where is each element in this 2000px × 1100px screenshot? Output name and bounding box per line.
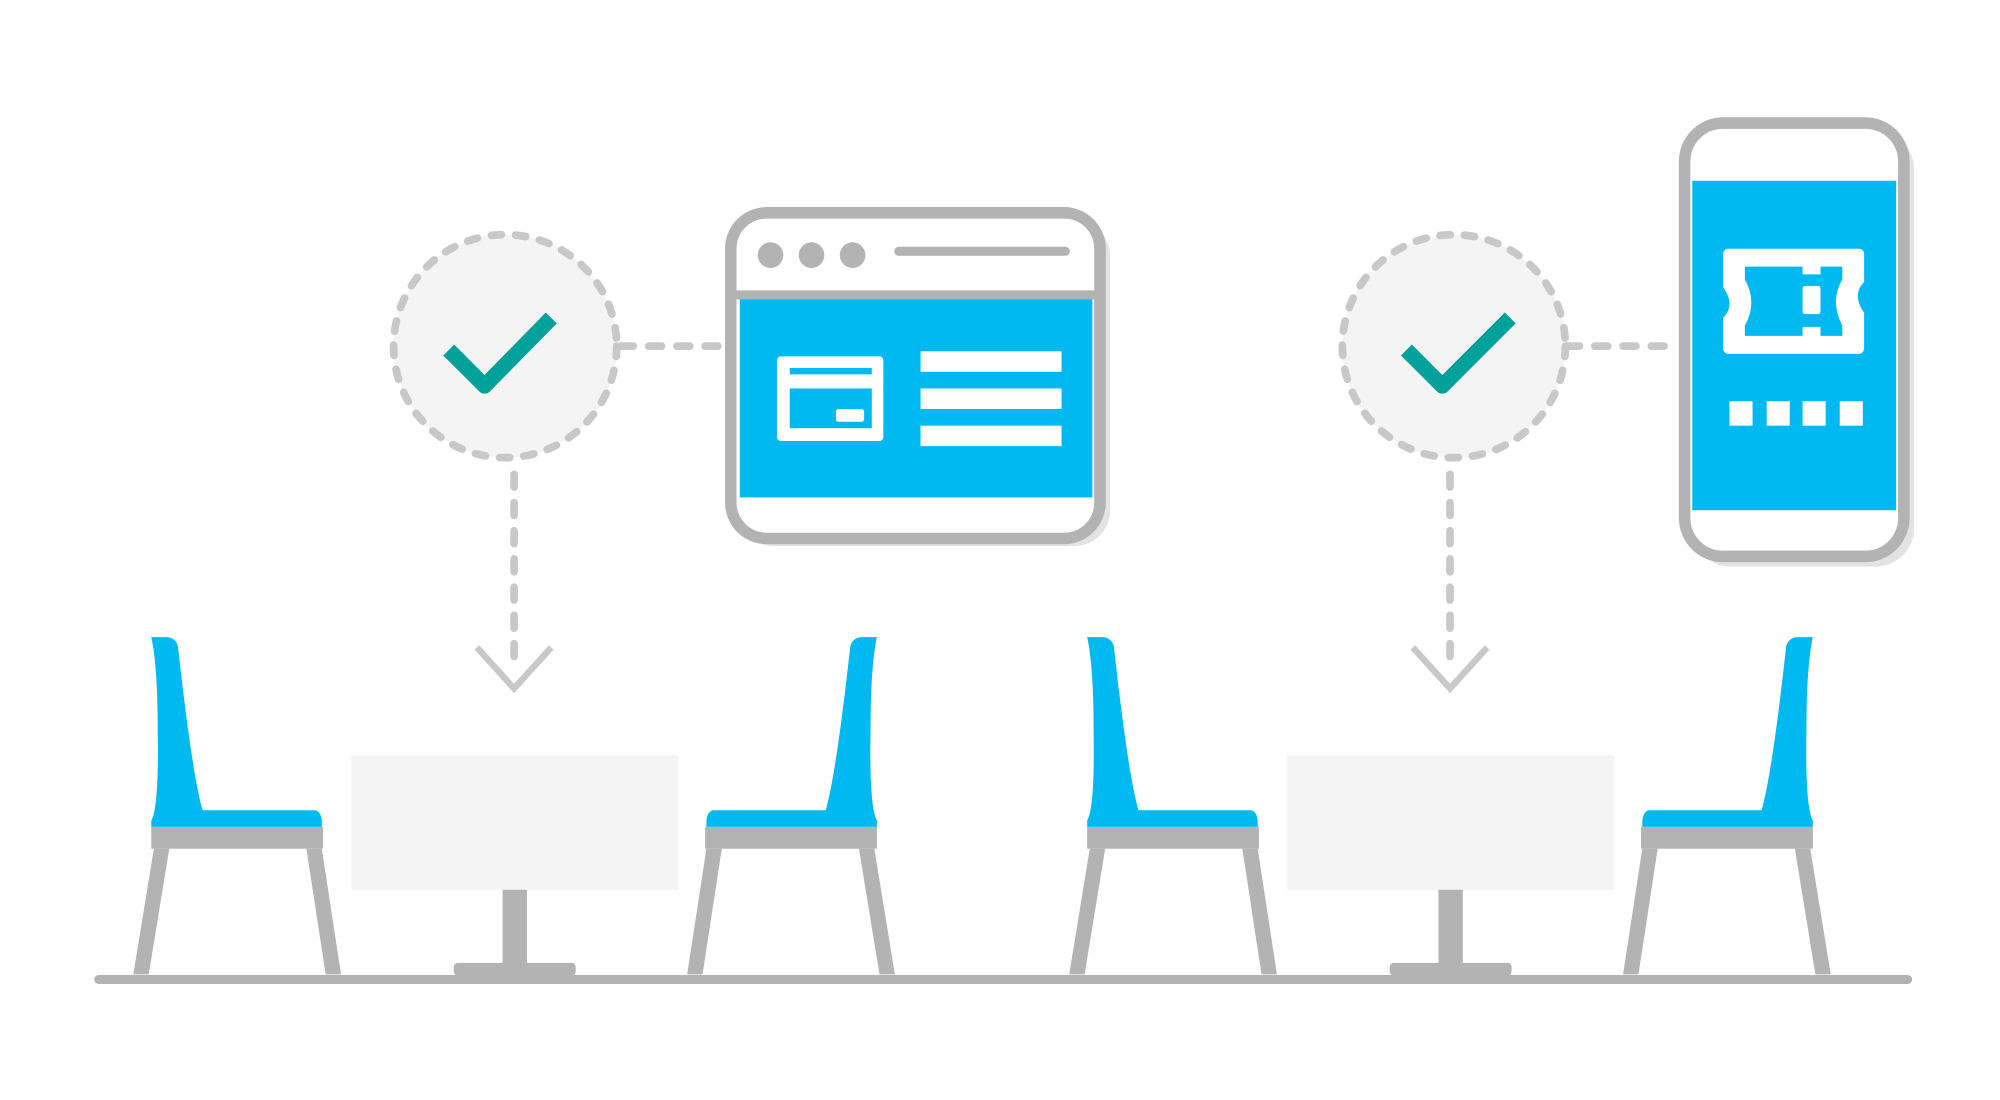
phone-ticket-icon	[1678, 117, 1915, 567]
check-circle-2	[1338, 230, 1570, 462]
chair-icon	[1623, 637, 1831, 975]
dashed-connectors	[510, 342, 1679, 665]
check-circle-1	[389, 230, 621, 462]
chair-icon	[133, 637, 342, 975]
check-icon	[443, 312, 557, 394]
chair-icon	[1069, 637, 1277, 975]
table-icon	[351, 755, 679, 976]
chair-icon	[687, 637, 895, 975]
arrow-down-icon	[474, 645, 1490, 694]
browser-window-icon	[725, 207, 1111, 547]
table-icon	[1287, 755, 1615, 976]
check-icon	[1400, 312, 1516, 394]
